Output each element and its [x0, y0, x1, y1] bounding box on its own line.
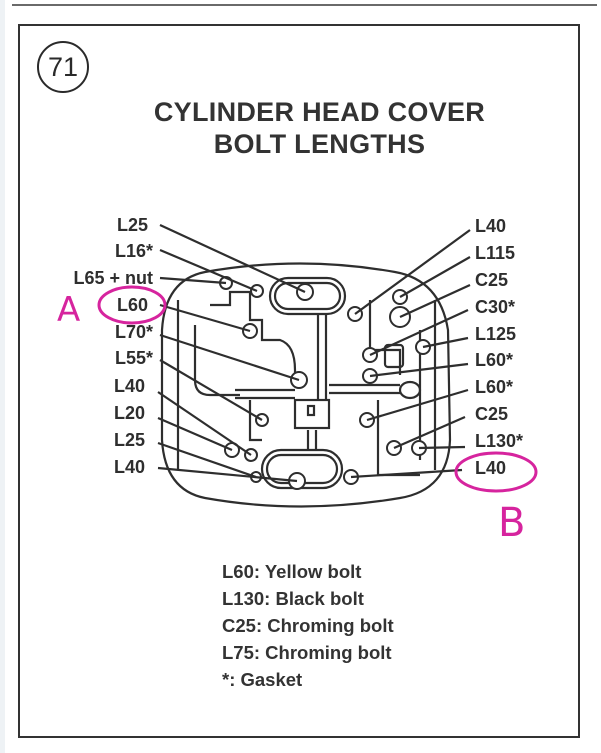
figure-number-badge: 71 — [37, 41, 89, 93]
leader-left-9 — [157, 441, 257, 479]
annotation-mark-b: B — [498, 500, 526, 546]
center-stem — [316, 314, 328, 400]
legend: L60: Yellow bolt L130: Black bolt C25: C… — [222, 558, 394, 693]
annotation-circle-b — [454, 451, 538, 493]
left-label: L70* — [115, 322, 153, 342]
left-label: L40 — [114, 457, 145, 477]
scan-edge-shade — [0, 0, 5, 753]
upper-oval-port — [268, 276, 347, 316]
leader-left-1 — [159, 224, 306, 293]
upper-oval-inner — [273, 281, 342, 311]
center-slot — [306, 404, 316, 417]
figure-number: 71 — [47, 51, 79, 82]
leader-right-7 — [366, 388, 469, 422]
legend-item: L60: Yellow bolt — [222, 561, 362, 582]
left-label: L16* — [115, 241, 153, 261]
right-label: L115 — [475, 243, 515, 263]
title-line-1: CYLINDER HEAD COVER — [153, 97, 486, 127]
right-label: L60* — [475, 377, 513, 397]
right-label: L130* — [475, 431, 523, 451]
left-label: L20 — [114, 403, 145, 423]
center-block — [293, 398, 331, 430]
leader-right-6 — [369, 362, 469, 378]
figure-title: CYLINDER HEAD COVER BOLT LENGTHS — [0, 96, 601, 160]
right-label: L60* — [475, 350, 513, 370]
leader-right-4 — [369, 309, 469, 356]
legend-item: L130: Black bolt — [222, 588, 364, 609]
right-label: C30* — [475, 297, 515, 317]
legend-item: *: Gasket — [222, 669, 303, 690]
leader-left-4 — [159, 303, 251, 333]
left-label: L55* — [115, 348, 153, 368]
page-top-edge — [12, 4, 597, 6]
annotation-circle-a — [97, 285, 167, 325]
leader-left-6 — [159, 359, 263, 421]
cover-outer-edge — [160, 262, 452, 508]
right-label: C25 — [475, 404, 508, 424]
leader-right-9 — [418, 445, 466, 450]
left-label: L25 — [114, 430, 145, 450]
right-bar — [329, 383, 400, 395]
leader-right-2 — [399, 256, 471, 298]
left-label: L40 — [114, 376, 145, 396]
figure-frame — [18, 24, 580, 738]
left-bar — [235, 388, 295, 400]
leader-right-1 — [354, 229, 471, 315]
right-bar-end — [398, 380, 422, 400]
leader-left-3 — [159, 276, 227, 285]
leader-left-10 — [157, 466, 298, 483]
annotation-circles — [97, 285, 538, 493]
leader-left-2 — [159, 248, 258, 293]
leader-left-5 — [159, 333, 300, 382]
leader-right-3 — [399, 283, 471, 319]
left-label: L60 — [117, 295, 148, 315]
leader-right-8 — [393, 415, 466, 450]
left-label: L65 + nut — [73, 268, 153, 288]
right-labels: L40 L115 C25 C30* L125 L60* L60* C25 L13… — [475, 216, 523, 478]
annotation-mark-a: A — [57, 290, 81, 330]
right-label: C25 — [475, 270, 508, 290]
left-stepped-contour — [210, 290, 297, 385]
leader-left-7 — [157, 391, 252, 456]
leader-right-10 — [350, 468, 463, 479]
left-label: L25 — [117, 215, 148, 235]
legend-item: C25: Chroming bolt — [222, 615, 394, 636]
left-labels: L25 L16* L65 + nut L60 L70* L55* L40 L20… — [73, 215, 153, 477]
leader-right-5 — [422, 336, 469, 349]
right-label: L40 — [475, 458, 506, 478]
leader-left-8 — [157, 416, 233, 452]
lower-stem — [306, 430, 318, 450]
leader-lines — [157, 224, 471, 483]
legend-item: L75: Chroming bolt — [222, 642, 392, 663]
right-label: L125 — [475, 324, 516, 344]
title-line-2: BOLT LENGTHS — [213, 129, 426, 159]
right-label: L40 — [475, 216, 506, 236]
